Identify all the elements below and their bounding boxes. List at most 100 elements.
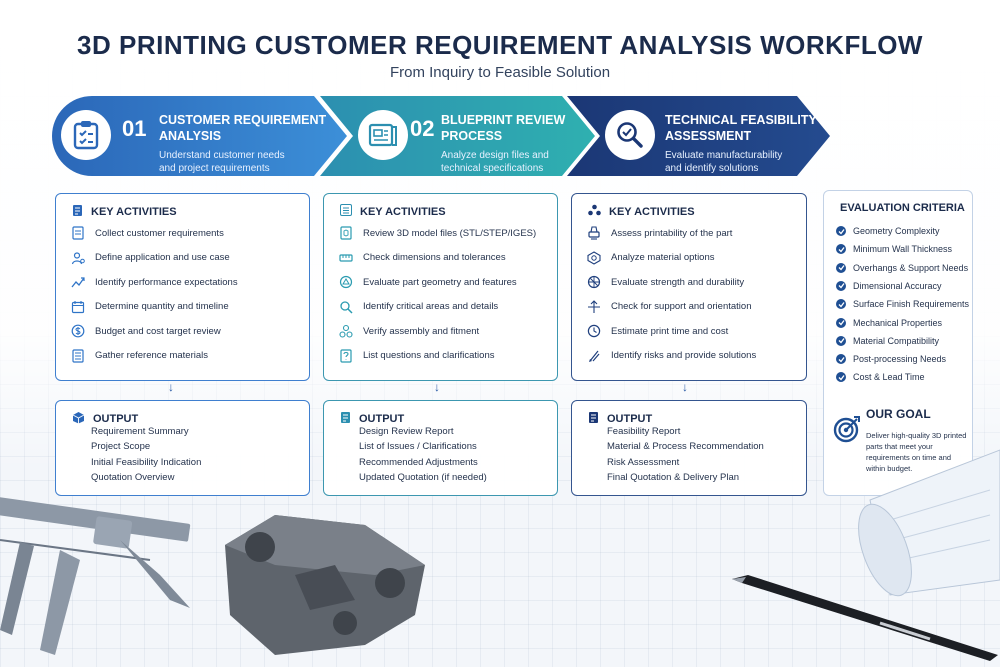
output-item: Project Scope: [91, 441, 151, 453]
ruler-icon: [339, 251, 353, 265]
check-circle-icon: [836, 226, 846, 236]
report-icon: [588, 411, 599, 427]
key-activities-card-3: KEY ACTIVITIES: [571, 193, 807, 381]
criteria-item: Dimensional Accuracy: [836, 280, 942, 291]
activity-label: Determine quantity and timeline: [95, 301, 229, 312]
activity-item: Collect customer requirements: [71, 226, 224, 240]
check-circle-icon: [836, 280, 846, 291]
step-title: BLUEPRINT REVIEW PROCESS: [441, 113, 566, 143]
dollar-icon: [71, 324, 85, 338]
card-heading: KEY ACTIVITIES: [72, 204, 177, 220]
down-arrow-icon: ↓: [434, 380, 440, 394]
calendar-icon: [71, 300, 85, 314]
activity-label: Identify risks and provide solutions: [611, 350, 757, 361]
page-subtitle: From Inquiry to Feasible Solution: [389, 64, 611, 81]
criteria-label: Minimum Wall Thickness: [853, 244, 953, 255]
activity-item: Gather reference materials: [71, 348, 208, 363]
activity-label: Budget and cost target review: [95, 325, 221, 337]
criteria-label: Mechanical Properties: [853, 317, 943, 328]
key-activities-card-2: KEY ACTIVITIES: [323, 193, 558, 381]
step-number: 01: [122, 116, 147, 141]
step-description: Analyze design files and technical speci…: [441, 150, 549, 174]
check-circle-icon: [836, 299, 846, 310]
activity-label: Verify assembly and fitment: [363, 325, 480, 337]
activity-item: Estimate print time and cost: [587, 324, 728, 338]
chevron-shape: [52, 96, 347, 176]
step-banner-3: TECHNICAL FEASIBILITY ASSESSMENT Evaluat…: [567, 96, 830, 176]
step-description: Understand customer needs and project re…: [159, 150, 285, 174]
document-icon: [71, 226, 85, 240]
activity-label: Evaluate strength and durability: [611, 276, 745, 288]
criteria-label: Surface Finish Requirements: [853, 299, 970, 310]
criteria-item: Material Compatibility: [836, 335, 939, 346]
clipboard-icon: [61, 110, 111, 160]
output-item: Feasibility Report: [607, 426, 681, 437]
output-item: Quotation Overview: [91, 471, 175, 483]
output-item: Risk Assessment: [607, 456, 680, 468]
output-card-1: OUTPUT: [55, 400, 310, 496]
output-item: Initial Feasibility Indication: [91, 456, 202, 468]
criteria-label: Post-processing Needs: [853, 354, 947, 365]
activity-label: Review 3D model files (STL/STEP/IGES): [363, 227, 537, 239]
step-title: TECHNICAL FEASIBILITY ASSESSMENT: [665, 113, 817, 143]
goal-text: Deliver high-quality 3D printed parts th…: [866, 431, 967, 473]
card-heading: KEY ACTIVITIES: [588, 204, 695, 219]
output-item: List of Issues / Clarifications: [359, 441, 477, 453]
check-circle-icon: [836, 244, 846, 255]
activity-item: Identify critical areas and details: [339, 300, 498, 314]
question-doc-icon: [339, 348, 353, 363]
activity-item: Determine quantity and timeline: [71, 300, 229, 314]
step-description: Evaluate manufacturability and identify …: [665, 150, 783, 174]
nodes-icon: [588, 204, 601, 219]
criteria-item: Overhangs & Support Needs: [836, 262, 968, 273]
card-heading: OUTPUT: [588, 411, 652, 427]
activity-item: Analyze material options: [587, 250, 715, 265]
criteria-item: Post-processing Needs: [836, 354, 947, 365]
activity-label: Identify performance expectations: [95, 276, 238, 288]
strength-icon: [587, 275, 601, 289]
activity-label: Define application and use case: [95, 252, 230, 263]
assembly-icon: [339, 324, 353, 338]
file-3d-icon: [339, 226, 353, 240]
output-item: Final Quotation & Delivery Plan: [607, 471, 740, 483]
report-icon: [340, 411, 351, 427]
activity-item: Evaluate strength and durability: [587, 275, 744, 289]
criteria-label: Dimensional Accuracy: [853, 280, 942, 291]
output-item: Design Review Report: [359, 426, 454, 437]
criteria-label: Cost & Lead Time: [853, 372, 925, 383]
activity-item: Verify assembly and fitment: [339, 324, 479, 338]
step-number: 02: [410, 116, 435, 141]
step-title: CUSTOMER REQUIREMENT ANALYSIS: [159, 113, 327, 143]
output-card-2: OUTPUT: [323, 400, 558, 496]
clock-icon: [587, 324, 601, 338]
criteria-item: Surface Finish Requirements: [836, 299, 970, 310]
output-item: Recommended Adjustments: [359, 456, 478, 468]
activity-item: Assess printability of the part: [587, 226, 732, 240]
criteria-item: Cost & Lead Time: [836, 372, 925, 383]
card-heading: OUTPUT: [72, 411, 138, 427]
step-banner-1: 01 CUSTOMER REQUIREMENT ANALYSIS Underst…: [52, 96, 347, 176]
activity-item: Evaluate part geometry and features: [339, 275, 517, 289]
criteria-title: EVALUATION CRITERIA: [840, 202, 965, 214]
key-activities-card-1: KEY ACTIVITIES: [55, 193, 310, 381]
output-item: Updated Quotation (if needed): [359, 471, 487, 483]
printer-icon: [587, 226, 601, 240]
check-circle-icon: [836, 335, 846, 346]
pen-illustration: [732, 575, 998, 661]
down-arrow-icon: ↓: [682, 380, 688, 394]
activity-item: Identify risks and provide solutions: [587, 349, 756, 363]
step-banner-2: 02 BLUEPRINT REVIEW PROCESS Analyze desi…: [320, 96, 595, 176]
check-circle-icon: [836, 354, 846, 365]
activity-item: Check dimensions and tolerances: [339, 251, 506, 265]
down-arrow-icon: ↓: [168, 380, 174, 394]
card-heading: KEY ACTIVITIES: [340, 204, 446, 219]
criteria-item: Mechanical Properties: [836, 317, 943, 328]
target-icon: [833, 415, 861, 448]
activity-item: List questions and clarifications: [339, 348, 495, 363]
activity-label: Estimate print time and cost: [611, 325, 729, 337]
list-icon: [340, 204, 352, 219]
support-icon: [587, 299, 601, 314]
activity-label: Gather reference materials: [95, 350, 208, 361]
check-circle-icon: [836, 262, 846, 273]
